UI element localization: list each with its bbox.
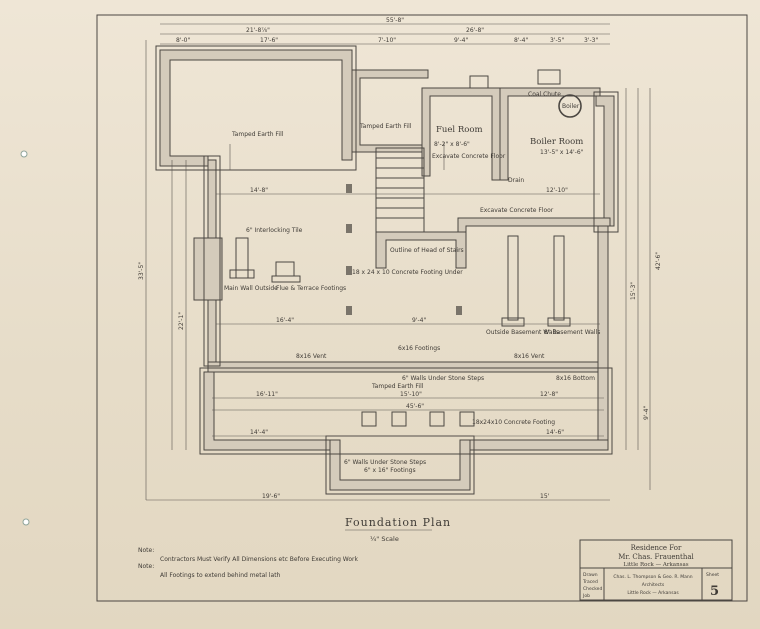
wall-right-upper [595, 95, 615, 227]
note1-text: Contractors Must Verify All Dimensions e… [160, 556, 359, 563]
label-basement-walls: 8" Basement Walls [544, 329, 600, 336]
dim-d21: 8'-0" [176, 37, 190, 44]
label-bottom: 8x16 Bottom [556, 375, 595, 382]
label-interlocking: 6" Interlocking Tile [246, 227, 303, 234]
dim-d4: 7'-10" [378, 37, 396, 44]
label-outside-basement: Outside Basement Walls [486, 329, 559, 336]
label-boiler-room: Boiler Room [530, 137, 583, 147]
tb-job: Job [582, 593, 590, 599]
dim-d19: 19'-6" [262, 493, 280, 500]
label-footings-bottom: 6" x 16" Footings [364, 467, 416, 474]
label-flue: Flue & Terrace Footings [276, 285, 346, 292]
tb-architect3: Little Rock — Arkansas [627, 590, 679, 596]
binding-hole-bottom [22, 518, 30, 526]
wall-bottom-steps [329, 439, 471, 491]
tb-project1: Residence For [631, 544, 682, 552]
label-footings: 6x16 Footings [398, 345, 440, 352]
binding-hole-top [20, 150, 28, 158]
tb-traced: Traced [582, 579, 598, 585]
dim-right3: 9'-4" [643, 406, 650, 420]
tb-checked: Checked [583, 586, 602, 592]
dim-left1: 33'-5" [138, 262, 145, 280]
wall-sections [229, 235, 571, 327]
dim-d5: 9'-4" [454, 37, 468, 44]
dim-overall-top: 55'-8" [386, 17, 404, 24]
drawing-title: Foundation Plan [345, 516, 451, 529]
dim-d6: 8'-4" [514, 37, 528, 44]
label-tamped-mid: Tamped Earth Fill [359, 123, 412, 130]
dim-d18: 15' [540, 493, 550, 500]
label-fuel-dims: 8'-2" x 8'-6" [434, 141, 470, 148]
label-concrete-footing: 18x24x10 Concrete Footing [472, 419, 555, 426]
label-fuel-note: Excavate Concrete Floor [432, 153, 506, 160]
boiler-symbol [558, 94, 582, 118]
dim-d8: 3'-3" [584, 37, 598, 44]
wall-boiler-room [499, 87, 601, 181]
label-boiler: Boiler [562, 103, 580, 110]
dim-d12: 12'-10" [546, 187, 568, 194]
label-under-stone-bottom: 6" Walls Under Stone Steps [344, 459, 426, 466]
column-piers [346, 184, 462, 315]
dim-d9: 14'-8" [250, 187, 268, 194]
label-excavate-floor: Excavate Concrete Floor [480, 207, 554, 214]
wall-top-left [159, 49, 353, 167]
tb-sheet-number: 5 [710, 584, 719, 599]
title-block-frame [579, 539, 733, 601]
label-stairs-note: Outline of Head of Stairs [390, 247, 464, 254]
dim-d16: 45'-6" [406, 403, 424, 410]
drawing-scale: ¼" Scale [370, 535, 399, 543]
footing-outlines [155, 45, 619, 495]
wall-stairs [375, 231, 467, 269]
label-boiler-dims: 13'-5" x 14'-6" [540, 149, 584, 156]
dim-d17: 14'-4" [250, 429, 268, 436]
dim-left2: 22'-1" [178, 312, 185, 330]
dim-d20: 9'-4" [412, 317, 426, 324]
wall-boiler-bottom [457, 217, 611, 269]
dim-right2: 15'-3" [630, 282, 637, 300]
dim-d11: 14'-6" [546, 429, 564, 436]
wall-left-pier [193, 237, 223, 301]
stair-treads [375, 147, 425, 233]
dim-d7: 3'-5" [550, 37, 564, 44]
note1-label: Note: [138, 547, 154, 554]
dim-d14: 16'-11" [256, 391, 278, 398]
wall-top-middle [351, 69, 431, 153]
dim-d15: 15'-10" [400, 391, 422, 398]
label-under-stone: 6" Walls Under Stone Steps [402, 375, 484, 382]
dim-d13: 12'-8" [540, 391, 558, 398]
label-drain: Drain [508, 177, 524, 184]
label-wall-outside: Main Wall Outside [224, 285, 278, 292]
label-vent2: 8x16 Vent [514, 353, 545, 360]
sheet-border [96, 14, 748, 602]
wall-bottom-left [203, 371, 341, 451]
tb-architect2: Architects [642, 582, 665, 588]
tb-project2: Mr. Chas. Frauenthal [618, 553, 694, 561]
label-fuel-room: Fuel Room [436, 125, 483, 135]
note2-text: All Footings to extend behind metal lath [160, 572, 281, 579]
tb-architect1: Chas. L. Thompson & Geo. R. Mann [613, 574, 692, 580]
dim-right1: 42'-6" [655, 252, 662, 270]
tb-drawn: Drawn [583, 572, 598, 578]
wall-bottom-right [459, 439, 609, 451]
chute-symbol [469, 75, 489, 89]
wall-middle-horizontal [207, 361, 599, 373]
tb-sheet-label: Sheet [706, 572, 719, 578]
footing-pads [361, 411, 475, 427]
tb-location: Little Rock — Arkansas [623, 562, 688, 568]
dim-d10: 16'-4" [276, 317, 294, 324]
note2-label: Note: [138, 563, 154, 570]
coal-chute-symbol [537, 69, 561, 85]
dimension-lines [145, 23, 651, 501]
dim-d3: 26'-8" [466, 27, 484, 34]
dim-d1: 21'-8⅞" [246, 27, 270, 34]
dim-d2: 17'-6" [260, 37, 278, 44]
label-bottom-tamped: Tamped Earth Fill [371, 383, 424, 390]
label-footing-center: 18 x 24 x 10 Concrete Footing Under [352, 269, 463, 276]
label-coal-chute: Coal Chute [528, 91, 561, 98]
wall-right-main [597, 225, 609, 451]
label-vent1: 8x16 Vent [296, 353, 327, 360]
label-tamped-left: Tamped Earth Fill [231, 131, 284, 138]
